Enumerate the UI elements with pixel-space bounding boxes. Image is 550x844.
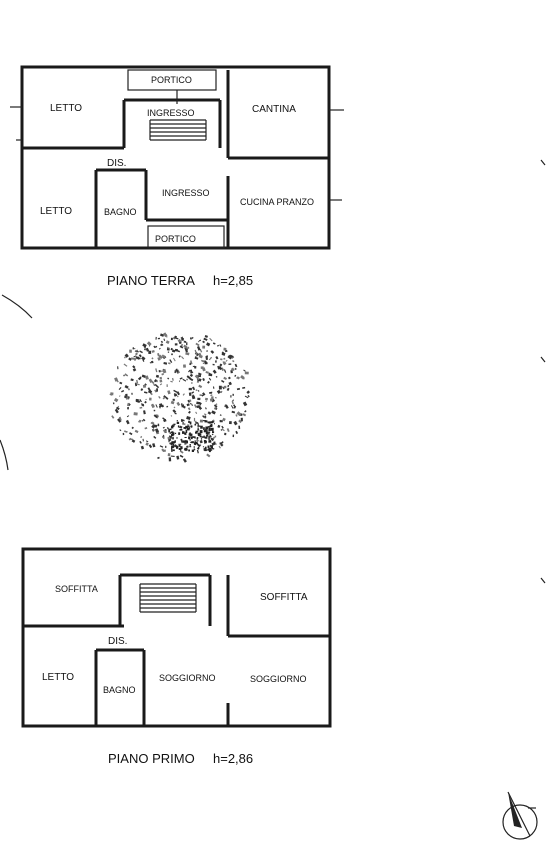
room-letto-bottom: LETTO [40, 206, 72, 217]
ground-stairs [149, 119, 207, 141]
room-cucina-pranzo: CUCINA PRANZO [240, 197, 314, 207]
first-floor-height: h=2,86 [213, 751, 253, 766]
room-soggiorno-mid: SOGGIORNO [159, 673, 216, 683]
room-ingresso-top: INGRESSO [147, 108, 195, 118]
room-bagno: BAGNO [104, 207, 137, 217]
room-portico-top: PORTICO [151, 75, 192, 85]
tree-symbol-icon [109, 332, 251, 463]
portico-bottom-box [147, 225, 225, 249]
room-soffitta-right: SOFFITTA [260, 592, 308, 603]
room-soffitta-left: SOFFITTA [55, 584, 98, 594]
room-dis-first: DIS. [108, 636, 127, 647]
edge-arc [1, 294, 33, 319]
room-letto-top: LETTO [50, 103, 82, 114]
edge-arc [0, 439, 9, 471]
room-cantina: CANTINA [252, 104, 296, 115]
ground-floor-plan: LETTO PORTICO INGRESSO CANTINA DIS. LETT… [10, 65, 344, 288]
room-soggiorno-right: SOGGIORNO [250, 674, 307, 684]
first-floor-plan: SOFFITTA SOFFITTA DIS. LETTO BAGNO SOGGI… [21, 547, 332, 766]
ground-floor-height: h=2,85 [213, 273, 253, 288]
north-arrow-icon [502, 791, 538, 840]
first-stairs [139, 583, 197, 613]
room-ingresso-mid: INGRESSO [162, 188, 210, 198]
first-floor-caption: PIANO PRIMO [108, 751, 195, 766]
room-portico-bottom: PORTICO [155, 234, 196, 244]
room-dis: DIS. [107, 158, 126, 169]
ground-floor-caption: PIANO TERRA [107, 273, 195, 288]
room-bagno-first: BAGNO [103, 685, 136, 695]
room-letto-first: LETTO [42, 672, 74, 683]
portico-top-box [127, 69, 217, 91]
